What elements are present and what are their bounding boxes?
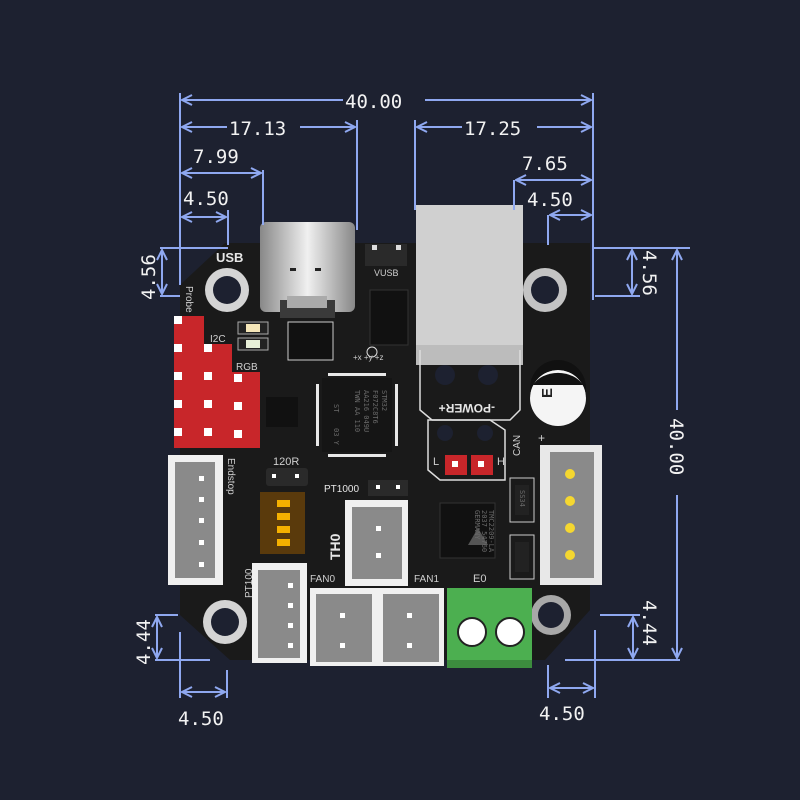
- dim-hole-bottom-right-x: 4.50: [539, 703, 585, 725]
- axis-label: +x +y +z: [353, 353, 383, 362]
- stepper-driver-chip: TMC2209-LA 2037 54760 GERMANY: [439, 502, 496, 559]
- usb-c-connector: [260, 222, 355, 318]
- mcu-mark: 03 Y: [332, 428, 340, 446]
- dim-hole-bottom-left-y: 4.44: [133, 619, 155, 665]
- pt100-connector[interactable]: [252, 563, 307, 663]
- 120r-jumper[interactable]: [266, 468, 308, 486]
- rgb-header[interactable]: [232, 372, 260, 448]
- 120r-label: 120R: [273, 456, 299, 468]
- dimension-lines: [155, 93, 690, 698]
- e0-label: E0: [473, 573, 486, 585]
- i2c-header[interactable]: [204, 344, 232, 448]
- endstop-label: Endstop: [225, 458, 236, 495]
- driver-line-1: TMC2209-LA: [487, 510, 495, 553]
- dim-hole-top-right-x: 4.50: [527, 189, 573, 211]
- fan0-connector[interactable]: [310, 588, 377, 666]
- capacitor: [530, 360, 586, 426]
- dim-usb-right-edge: 17.13: [229, 118, 286, 140]
- can-h-label: H: [497, 456, 505, 468]
- dim-overall-height: 40.00: [665, 418, 687, 475]
- diode-1: [509, 477, 535, 523]
- can-connector[interactable]: [540, 445, 602, 585]
- i2c-label: I2C: [210, 334, 226, 345]
- mcu-line-2: F072C8T6: [371, 390, 379, 424]
- mcu-line-4: TWN AA 110: [353, 390, 361, 432]
- probe-header[interactable]: [174, 316, 204, 448]
- can-l-label: L: [433, 456, 439, 468]
- mcu-line-1: STM32: [380, 390, 388, 411]
- mounting-hole-bottom-right: [531, 595, 571, 635]
- power-label: -POWER+: [439, 401, 495, 415]
- dim-hole-bottom-right-y: 4.44: [638, 600, 660, 646]
- e0-terminal-block[interactable]: [447, 588, 532, 668]
- fan1-connector[interactable]: [377, 588, 444, 666]
- driver-line-3: GERMANY: [473, 510, 481, 540]
- vusb-label: VUSB: [374, 268, 399, 278]
- dim-usb-left-edge: 7.99: [193, 146, 239, 168]
- can-label: CAN: [512, 435, 523, 456]
- rgb-label: RGB: [236, 362, 258, 373]
- pt1000-jumper[interactable]: [368, 480, 408, 496]
- pt1000-label: PT1000: [324, 484, 359, 495]
- usb-label: USB: [216, 250, 243, 265]
- regulator-chip: [369, 289, 409, 346]
- endstop-connector[interactable]: [168, 455, 223, 585]
- th0-connector[interactable]: [345, 500, 408, 586]
- pt100-label: PT100: [244, 568, 255, 598]
- mounting-hole-top-right: [523, 268, 567, 312]
- can-termination-jumper[interactable]: [445, 455, 493, 475]
- dim-power-right-offset: 7.65: [522, 153, 568, 175]
- dim-overall-width: 40.00: [345, 91, 402, 113]
- dim-hole-top-left-x: 4.50: [183, 188, 229, 210]
- dim-hole-top-left-y: 4.56: [138, 254, 160, 300]
- vusb-jumper: [365, 244, 407, 266]
- fan1-label: FAN1: [414, 574, 439, 585]
- mounting-hole-top-left: [205, 268, 249, 312]
- dim-power-left-edge: 17.25: [464, 118, 521, 140]
- dim-hole-bottom-left-x: 4.50: [178, 708, 224, 730]
- probe-label: Probe: [183, 286, 194, 313]
- small-ic: [266, 397, 298, 427]
- diode-label: SS34: [518, 490, 526, 507]
- diode-2: [509, 534, 535, 580]
- mounting-hole-bottom-left: [203, 600, 247, 644]
- capacitor-plus: +: [538, 431, 545, 445]
- capacitor-label: E: [539, 388, 556, 398]
- st-logo: ST: [332, 404, 340, 413]
- origin-marker-icon: [366, 346, 378, 358]
- fan0-label: FAN0: [310, 574, 335, 585]
- th0-label: TH0: [327, 533, 343, 560]
- mosfet-chip: [287, 321, 334, 361]
- mcu-line-3: AA216 049U: [362, 390, 370, 432]
- power-connector[interactable]: [416, 205, 523, 385]
- mcu-chip: STM32 F072C8T6 AA216 049U TWN AA 110 ST …: [316, 373, 398, 457]
- dip-switch[interactable]: [260, 492, 305, 554]
- dim-hole-top-right-y: 4.56: [638, 250, 660, 296]
- driver-line-2: 2037 54760: [480, 510, 488, 552]
